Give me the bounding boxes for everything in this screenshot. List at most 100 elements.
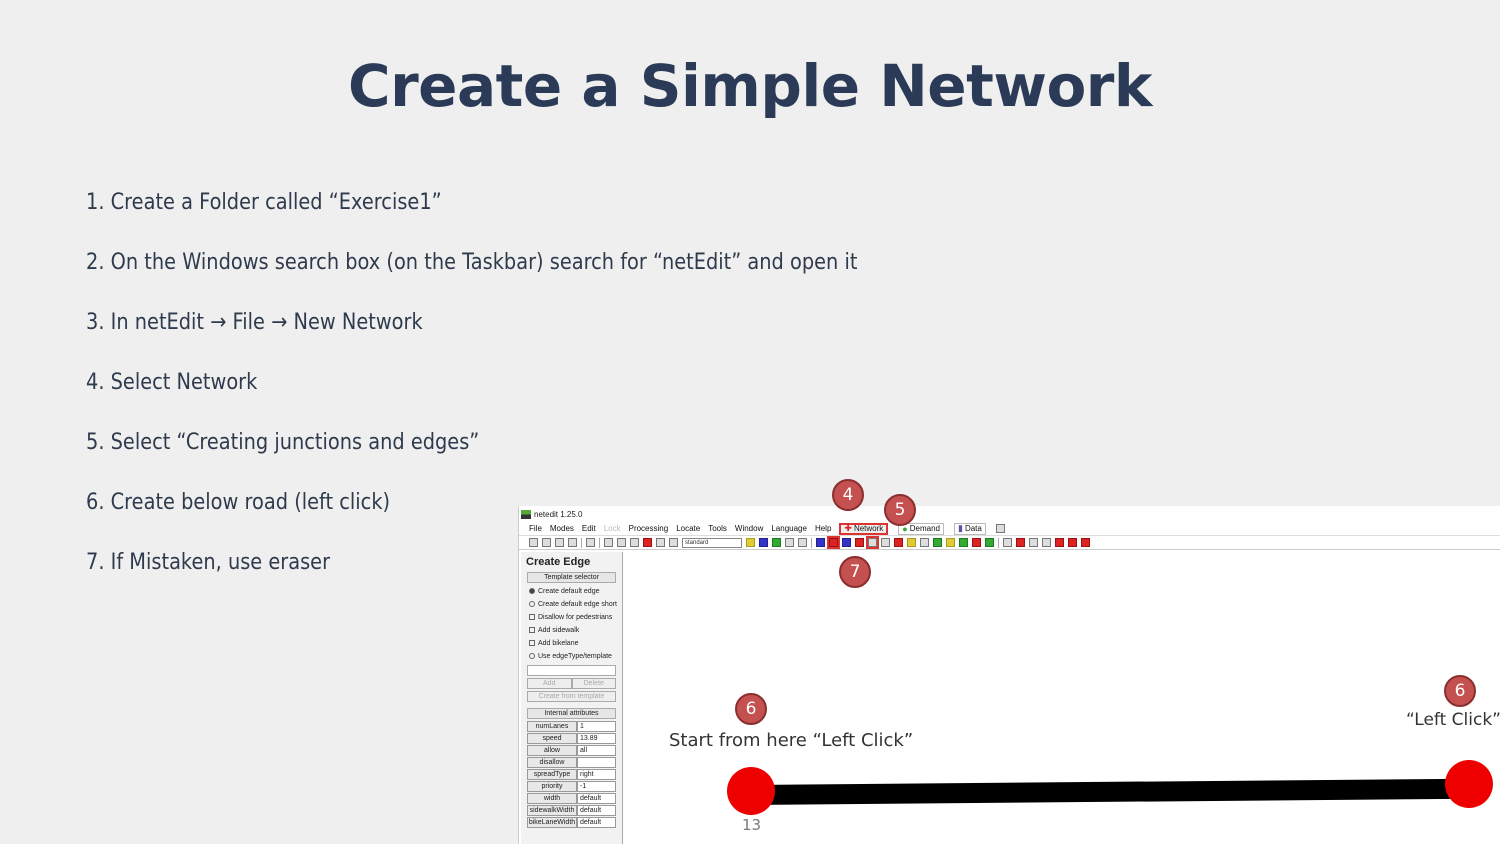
decal-icon[interactable] [985, 538, 994, 547]
option-label: Add bikelane [538, 640, 579, 647]
menu-edit[interactable]: Edit [581, 524, 596, 533]
step-3: 3. In netEdit → File → New Network [86, 310, 423, 335]
menu-locate[interactable]: Locate [676, 524, 701, 533]
step-1: 1. Create a Folder called “Exercise1” [86, 190, 442, 215]
template-selector-header[interactable]: Template selector [527, 572, 616, 583]
supermode-icon[interactable] [586, 538, 595, 547]
crossing-icon[interactable] [920, 538, 929, 547]
attribute-name: priority [527, 781, 577, 792]
add-delete-row: Add Delete [527, 678, 616, 689]
window-titlebar: netedit 1.25.0 [519, 506, 1500, 522]
demand-car-icon: ● [902, 523, 908, 534]
option-create-default-edge[interactable]: Create default edge [521, 585, 622, 598]
step-2: 2. On the Windows search box (on the Tas… [86, 250, 858, 275]
attribute-value[interactable]: -1 [577, 781, 616, 792]
checkbox-icon [529, 614, 535, 621]
select-icon[interactable] [842, 538, 851, 547]
editor-icon[interactable] [669, 538, 678, 547]
history-icon[interactable] [798, 538, 807, 547]
undo-icon[interactable] [772, 538, 781, 547]
create-from-template-button[interactable]: Create from template [527, 691, 616, 702]
junction-shape-icon[interactable] [1016, 538, 1025, 547]
menu-modes[interactable]: Modes [549, 524, 574, 533]
template-dropdown[interactable] [527, 665, 616, 676]
attribute-value[interactable]: 13.89 [577, 733, 616, 744]
page-number: 13 [742, 816, 762, 834]
attribute-name: allow [527, 745, 577, 756]
grid-icon[interactable] [1003, 538, 1012, 547]
open-file-icon[interactable] [542, 538, 551, 547]
attribute-value[interactable]: right [577, 769, 616, 780]
option-label: Create default edge [538, 588, 600, 595]
locate-poi-icon[interactable] [656, 538, 665, 547]
prohibition-icon[interactable] [959, 538, 968, 547]
vehicle-icon[interactable] [1055, 538, 1064, 547]
option-create-default-edge-short[interactable]: Create default edge short [521, 598, 622, 611]
attribute-name: disallow [527, 757, 577, 768]
move-icon[interactable] [855, 538, 864, 547]
toolbar-divider [998, 537, 999, 548]
menu-language[interactable]: Language [771, 524, 807, 533]
menu-file[interactable]: File [529, 524, 542, 533]
wire-icon[interactable] [972, 538, 981, 547]
color-wheel-icon[interactable] [746, 538, 755, 547]
start-junction[interactable] [727, 767, 775, 815]
option-use-edgetype-template[interactable]: Use edgeType/template [521, 650, 622, 663]
data-mode-button[interactable]: ▮ Data [953, 522, 986, 535]
toolbar: standard [519, 536, 1500, 550]
attribute-value[interactable] [577, 757, 616, 768]
end-junction[interactable] [1445, 760, 1493, 808]
delete-button[interactable]: Delete [571, 678, 616, 689]
locate-junction-icon[interactable] [630, 538, 639, 547]
reload-icon[interactable] [568, 538, 577, 547]
redo-icon[interactable] [785, 538, 794, 547]
internal-attributes-header[interactable]: Internal attributes [527, 708, 616, 719]
menu-window[interactable]: Window [734, 524, 764, 533]
attribute-value[interactable]: default [577, 817, 616, 828]
locate-edge-icon[interactable] [643, 538, 652, 547]
add-button[interactable]: Add [527, 678, 572, 689]
spread-icon[interactable] [1042, 538, 1051, 547]
network-mode-button[interactable]: ✚ Network [839, 522, 889, 535]
additional-icon[interactable] [907, 538, 916, 547]
step-4: 4. Select Network [86, 370, 258, 395]
create-edge-icon[interactable] [866, 536, 879, 549]
new-file-icon[interactable] [529, 538, 538, 547]
save-icon[interactable] [555, 538, 564, 547]
menu-tools[interactable]: Tools [708, 524, 727, 533]
attribute-value[interactable]: 1 [577, 721, 616, 732]
option-add-bikelane[interactable]: Add bikelane [521, 637, 622, 650]
demand-mode-button[interactable]: ● Demand [898, 522, 944, 535]
checkbox-icon [529, 640, 535, 647]
record-icon[interactable] [1081, 538, 1090, 547]
screenshot-icon[interactable] [759, 538, 768, 547]
menu-help[interactable]: Help [814, 524, 832, 533]
tls-icon[interactable] [894, 538, 903, 547]
merge-icon[interactable] [1029, 538, 1038, 547]
inspect-icon[interactable] [816, 538, 825, 547]
window-toggle-icon[interactable] [995, 524, 1005, 533]
eraser-icon[interactable] [827, 536, 840, 549]
network-mode-label: Network [853, 524, 884, 533]
taz-icon[interactable] [933, 538, 942, 547]
menu-lock[interactable]: Lock [603, 524, 621, 533]
connection-icon[interactable] [881, 538, 890, 547]
attribute-value[interactable]: default [577, 793, 616, 804]
option-disallow-pedestrians[interactable]: Disallow for pedestrians [521, 611, 622, 624]
start-callout-text: Start from here “Left Click” [669, 730, 914, 751]
steps-list: 1. Create a Folder called “Exercise1” 2.… [86, 186, 963, 606]
bidi-icon[interactable] [1068, 538, 1077, 547]
option-add-sidewalk[interactable]: Add sidewalk [521, 624, 622, 637]
zoom-icon[interactable] [617, 538, 626, 547]
attribute-value[interactable]: default [577, 805, 616, 816]
network-plus-icon: ✚ [844, 523, 852, 533]
shape-icon[interactable] [946, 538, 955, 547]
recenter-icon[interactable] [604, 538, 613, 547]
menubar: File Modes Edit Lock Processing Locate T… [519, 522, 1500, 536]
option-label: Disallow for pedestrians [538, 614, 613, 621]
menu-processing[interactable]: Processing [628, 524, 669, 533]
attribute-value[interactable]: all [577, 745, 616, 756]
visualization-scheme-select[interactable]: standard [682, 537, 742, 548]
